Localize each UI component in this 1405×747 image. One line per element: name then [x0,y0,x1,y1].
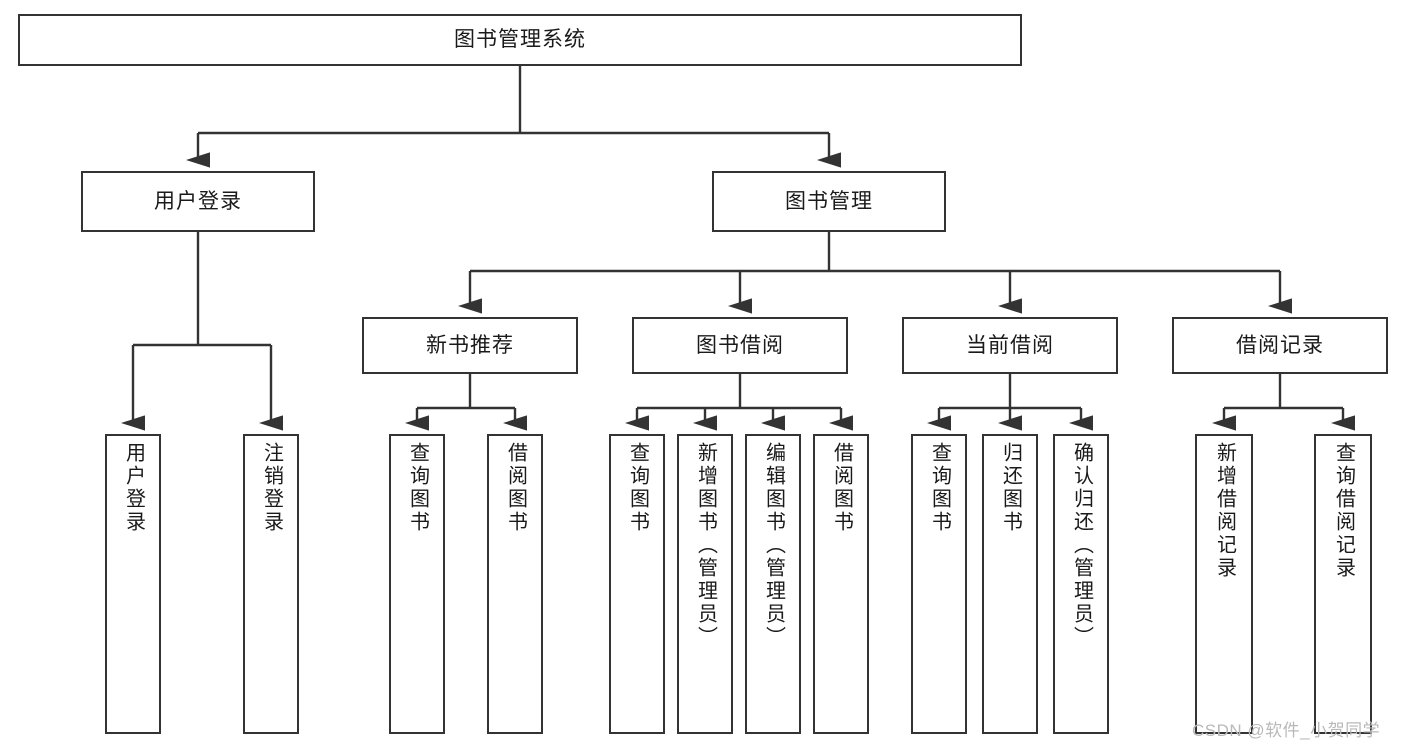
node-leaf-add-book[interactable]: 新增图书（管理员） [677,434,733,734]
node-root[interactable]: 图书管理系统 [18,14,1022,66]
node-leaf-borrow-book-rec[interactable]: 借阅图书 [487,434,543,734]
node-borrow-record[interactable]: 借阅记录 [1172,317,1388,374]
node-label: 查询借阅记录 [1332,442,1355,580]
watermark-text: CSDN @软件_小贺同学 [1192,721,1381,740]
node-label: 查询图书 [626,442,649,534]
node-label: 查询图书 [406,442,429,534]
node-label: 借阅图书 [504,442,527,534]
node-label: 注销登录 [260,442,283,534]
node-leaf-user-login[interactable]: 用户登录 [105,434,161,734]
node-user-login[interactable]: 用户登录 [81,171,315,232]
node-leaf-add-record[interactable]: 新增借阅记录 [1195,434,1253,734]
node-label: 图书借阅 [696,333,784,357]
node-current-borrow[interactable]: 当前借阅 [902,317,1118,374]
node-label: 新书推荐 [426,333,514,357]
node-label: 图书管理系统 [454,28,586,52]
node-label: 新增借阅记录 [1213,442,1236,580]
node-label: 用户登录 [154,189,242,213]
node-leaf-query-book-cur[interactable]: 查询图书 [911,434,967,734]
node-book-borrow[interactable]: 图书借阅 [632,317,848,374]
node-label: 借阅记录 [1236,333,1324,357]
node-label: 查询图书 [928,442,951,534]
node-label: 归还图书 [999,442,1022,534]
node-leaf-query-book-rec[interactable]: 查询图书 [389,434,445,734]
node-leaf-logout[interactable]: 注销登录 [243,434,299,734]
node-label: 借阅图书 [830,442,853,534]
node-leaf-confirm-return[interactable]: 确认归还（管理员） [1053,434,1109,734]
node-label: 当前借阅 [966,333,1054,357]
node-label: 用户登录 [122,442,145,534]
node-leaf-edit-book[interactable]: 编辑图书（管理员） [745,434,801,734]
node-leaf-query-record[interactable]: 查询借阅记录 [1314,434,1372,734]
node-label: 确认归还（管理员） [1070,442,1093,649]
node-new-book-recommend[interactable]: 新书推荐 [362,317,578,374]
node-leaf-return-book[interactable]: 归还图书 [982,434,1038,734]
node-label: 编辑图书（管理员） [762,442,785,649]
node-label: 图书管理 [785,189,873,213]
node-book-manage[interactable]: 图书管理 [712,171,946,232]
node-leaf-borrow-book[interactable]: 借阅图书 [813,434,869,734]
node-label: 新增图书（管理员） [694,442,717,649]
node-leaf-query-book-borrow[interactable]: 查询图书 [609,434,665,734]
